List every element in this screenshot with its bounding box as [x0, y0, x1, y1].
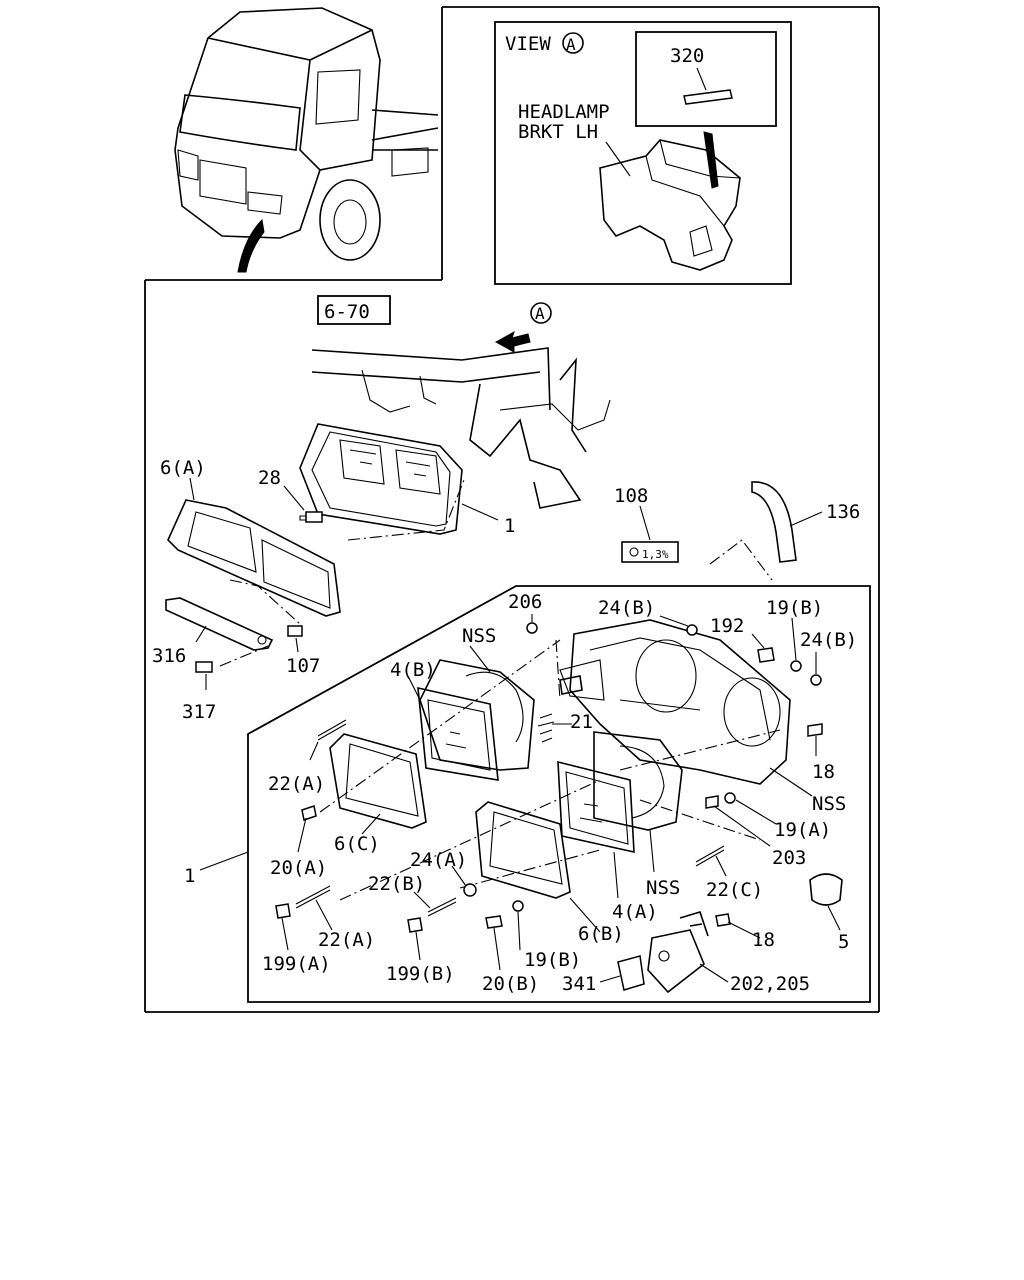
callout-5: 5 — [838, 931, 849, 953]
callout-206: 206 — [508, 591, 542, 613]
bezel-6b — [475, 801, 571, 899]
truck-overview-illustration — [174, 7, 439, 273]
callout-4b: 4(B) — [390, 659, 436, 681]
callout-6a: 6(A) — [160, 457, 206, 479]
screw-22a-upper — [317, 719, 347, 741]
trim-strip-316 — [165, 597, 274, 651]
part-320-detail-box — [635, 31, 777, 127]
callout-4a: 4(A) — [612, 901, 658, 923]
callout-1-lower: 1 — [184, 865, 195, 887]
screw-20b — [485, 915, 503, 929]
leveling-actuator-202-205 — [647, 929, 705, 994]
bracket-202-205 — [679, 911, 709, 937]
spring-21 — [537, 713, 555, 743]
callout-nss-lower: NSS — [646, 877, 680, 899]
callout-20b: 20(B) — [482, 973, 539, 995]
callout-24b-top: 24(B) — [598, 597, 655, 619]
lower-assembly-frame — [247, 585, 871, 1003]
callout-203: 203 — [772, 847, 806, 869]
callout-341: 341 — [562, 973, 596, 995]
view-a-inset: VIEW A 320 HEADLAMP BRKT LH — [494, 21, 792, 285]
callout-22a-lower: 22(A) — [318, 929, 375, 951]
clip-192 — [757, 647, 775, 663]
callout-18-upper: 18 — [812, 761, 835, 783]
callout-19b-lower: 19(B) — [524, 949, 581, 971]
headlamp-bezel-6a — [167, 499, 341, 617]
callout-317: 317 — [182, 701, 216, 723]
callout-19a: 19(A) — [774, 819, 831, 841]
bulb-5 — [809, 873, 843, 906]
nut-199b — [407, 917, 423, 933]
page-ref-label: 6-70 — [324, 301, 370, 323]
view-title: VIEW — [505, 33, 551, 55]
screw-18-upper — [807, 723, 823, 737]
bracket-label-line2: BRKT LH — [518, 121, 598, 143]
screw-203 — [705, 795, 719, 809]
trim-strip-136 — [751, 481, 797, 563]
nut-19a — [724, 792, 736, 804]
callout-19b-top: 19(B) — [766, 597, 823, 619]
callout-nss-top: NSS — [462, 625, 496, 647]
badge-108-text: 1,3% — [642, 548, 669, 561]
view-a-marker-letter: A — [535, 304, 545, 323]
callout-22a-upper: 22(A) — [268, 773, 325, 795]
callout-21: 21 — [570, 711, 593, 733]
screw-317 — [195, 661, 213, 673]
view-marker-circle — [562, 32, 584, 54]
screw-22b — [427, 897, 457, 917]
screw-22a-lower — [295, 885, 331, 909]
callout-316: 316 — [152, 645, 186, 667]
bracket-label-line1: HEADLAMP — [518, 101, 610, 123]
nut-199a — [275, 903, 291, 919]
screw-22c — [695, 845, 725, 867]
callout-24b-right: 24(B) — [800, 629, 857, 651]
frame-reference: 6-70 A — [311, 295, 611, 509]
callout-199b: 199(B) — [386, 963, 455, 985]
connector-341 — [617, 955, 645, 991]
callout-199a: 199(A) — [262, 953, 331, 975]
nut-19b-top — [790, 660, 802, 672]
callout-6c: 6(C) — [334, 833, 380, 855]
callout-108: 108 — [614, 485, 648, 507]
callout-nss-right: NSS — [812, 793, 846, 815]
headlamp-housing-upper — [299, 423, 463, 535]
nut-19b-lower — [512, 900, 524, 912]
bezel-6c — [329, 733, 427, 829]
part-320-pad — [683, 89, 733, 105]
callout-24a: 24(A) — [410, 849, 467, 871]
view-direction-arrow — [494, 330, 531, 353]
callout-22c: 22(C) — [706, 879, 763, 901]
callout-20a: 20(A) — [270, 857, 327, 879]
screw-20a — [301, 805, 317, 821]
callout-202-205: 202,205 — [730, 973, 810, 995]
nut-206 — [526, 622, 538, 634]
leader-lines — [189, 477, 841, 983]
nut-24b-top — [686, 624, 698, 636]
badge-108: 1,3% — [621, 541, 679, 563]
callout-107: 107 — [286, 655, 320, 677]
headlamp-bracket-lh — [599, 139, 741, 271]
nut-24b-right — [810, 674, 822, 686]
screw-107 — [287, 625, 303, 637]
view-a-marker-circle — [530, 302, 552, 324]
callout-192: 192 — [710, 615, 744, 637]
callout-28: 28 — [258, 467, 281, 489]
screw-28 — [305, 511, 323, 523]
headlamp-unit-4a — [557, 731, 683, 854]
view-marker-letter: A — [566, 35, 576, 54]
washer-24a — [463, 883, 477, 897]
screw-18-lower — [715, 913, 731, 927]
page-ref-box — [317, 295, 391, 325]
callout-18-lower: 18 — [752, 929, 775, 951]
callout-136: 136 — [826, 501, 860, 523]
callout-320: 320 — [670, 45, 704, 67]
callout-22b: 22(B) — [368, 873, 425, 895]
callout-6b: 6(B) — [578, 923, 624, 945]
callout-1-upper: 1 — [504, 515, 515, 537]
